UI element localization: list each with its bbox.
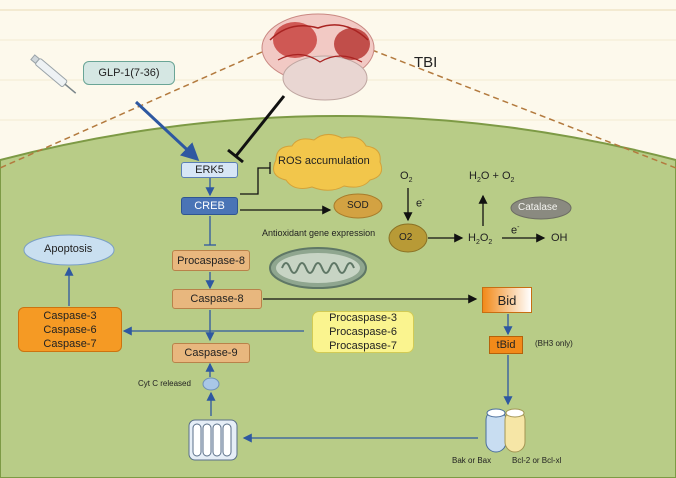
sod-label: SOD (347, 200, 369, 211)
caspase7-label: Caspase-7 (43, 337, 97, 350)
o2-top-label: O2 (400, 170, 413, 185)
caspase6-label: Caspase-6 (43, 323, 97, 336)
bak-label: Bak or Bax (452, 456, 492, 465)
bh3-label: (BH3 only) (535, 339, 573, 348)
caspase-group-box: Caspase-3 Caspase-6 Caspase-7 (18, 307, 122, 352)
creb-label: CREB (194, 200, 225, 212)
procaspase7-label: Procaspase-7 (329, 340, 397, 352)
ros-label: ROS accumulation (278, 155, 370, 167)
caspase9-box: Caspase-9 (172, 343, 250, 363)
bak-bax-channel-icon (485, 408, 526, 453)
catalase-label: Catalase (518, 202, 558, 213)
h2o2-label: H2O2 (468, 232, 493, 247)
cytc-node (202, 377, 220, 391)
procaspase8-box: Procaspase-8 (172, 250, 250, 271)
h2o-label: H2O + O2 (469, 170, 515, 185)
creb-box: CREB (181, 197, 238, 215)
glp1-box: GLP-1(7-36) (83, 61, 175, 85)
catalase-node (510, 196, 572, 220)
procaspase-group-box: Procaspase-3 Procaspase-6 Procaspase-7 (312, 311, 414, 353)
apoptosis-label: Apoptosis (44, 243, 93, 255)
erk5-label: ERK5 (195, 164, 224, 176)
erk5-box: ERK5 (181, 162, 238, 178)
tbi-label: TBI (414, 54, 438, 71)
procaspase6-label: Procaspase-6 (329, 326, 397, 338)
sod-node (333, 193, 383, 219)
glp1-label: GLP-1(7-36) (98, 67, 160, 79)
caspase3-label: Caspase-3 (43, 309, 97, 322)
cytochrome-channel-icon (188, 419, 238, 461)
caspase8-box: Caspase-8 (172, 289, 262, 309)
antioxidant-label: Antioxidant gene expression (262, 228, 376, 238)
bid-box: Bid (482, 287, 532, 313)
e-minus-2: e- (511, 224, 520, 237)
cytc-label: Cyt C released (138, 379, 191, 388)
mitochondrion-icon (269, 247, 367, 289)
apoptosis-node (23, 234, 115, 266)
o2-mid-label: O2 (399, 232, 413, 243)
brain-icon (261, 13, 375, 101)
procaspase3-label: Procaspase-3 (329, 312, 397, 324)
tbid-box: tBid (489, 336, 523, 354)
syringe-icon (30, 54, 77, 94)
e-minus-1: e- (416, 197, 425, 210)
ros-cloud (273, 134, 383, 191)
bcl2-label: Bcl-2 or Bcl-xl (512, 456, 562, 465)
oh-label: OH (551, 232, 568, 244)
o2-node (388, 223, 428, 253)
cell-body (0, 115, 676, 478)
